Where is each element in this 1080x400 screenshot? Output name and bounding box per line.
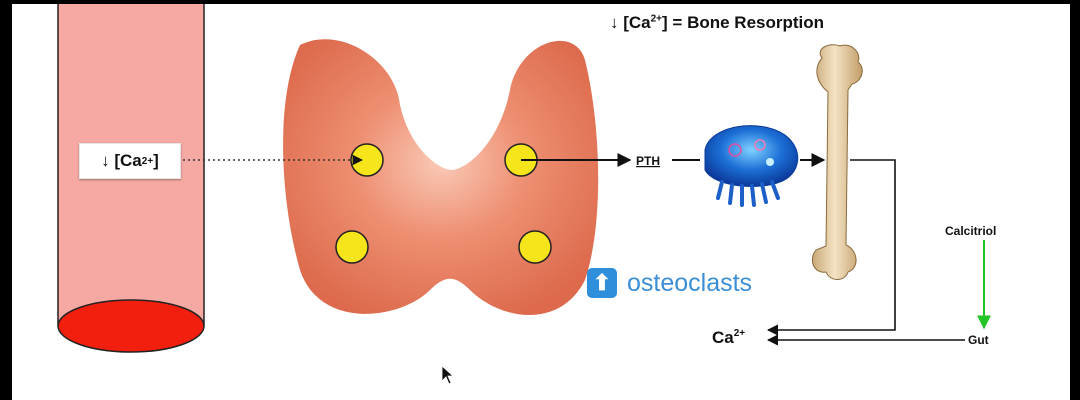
bone-to-calcium-arrow [766, 159, 896, 336]
thyroid-gland [283, 39, 599, 315]
osteoclast-icon [704, 125, 799, 207]
vessel-base [57, 299, 205, 353]
up-arrow-icon: ⬆ [587, 268, 617, 298]
parathyroid-lower-left [335, 230, 369, 264]
femur-bone-icon [811, 44, 863, 280]
pth-label: PTH [636, 154, 660, 168]
parathyroid-upper-left [350, 143, 384, 177]
osteoclasts-increase: ⬆ osteoclasts [587, 268, 752, 298]
osteoclasts-label: osteoclasts [627, 268, 753, 297]
calcitriol-label: Calcitriol [945, 224, 996, 238]
calcium-label: Ca2+ [712, 328, 745, 347]
mouse-cursor-icon [441, 365, 455, 385]
diagram-canvas: PTH Calcitriol Gut Ca2+ ↓ [Ca2+] = Bone … [12, 4, 1070, 400]
bone-resorption-title: ↓ [Ca2+] = Bone Resorption [610, 13, 825, 32]
diagram-svg: PTH Calcitriol Gut Ca2+ [57, 4, 996, 385]
gut-label: Gut [968, 333, 989, 347]
parathyroid-lower-right [518, 230, 552, 264]
